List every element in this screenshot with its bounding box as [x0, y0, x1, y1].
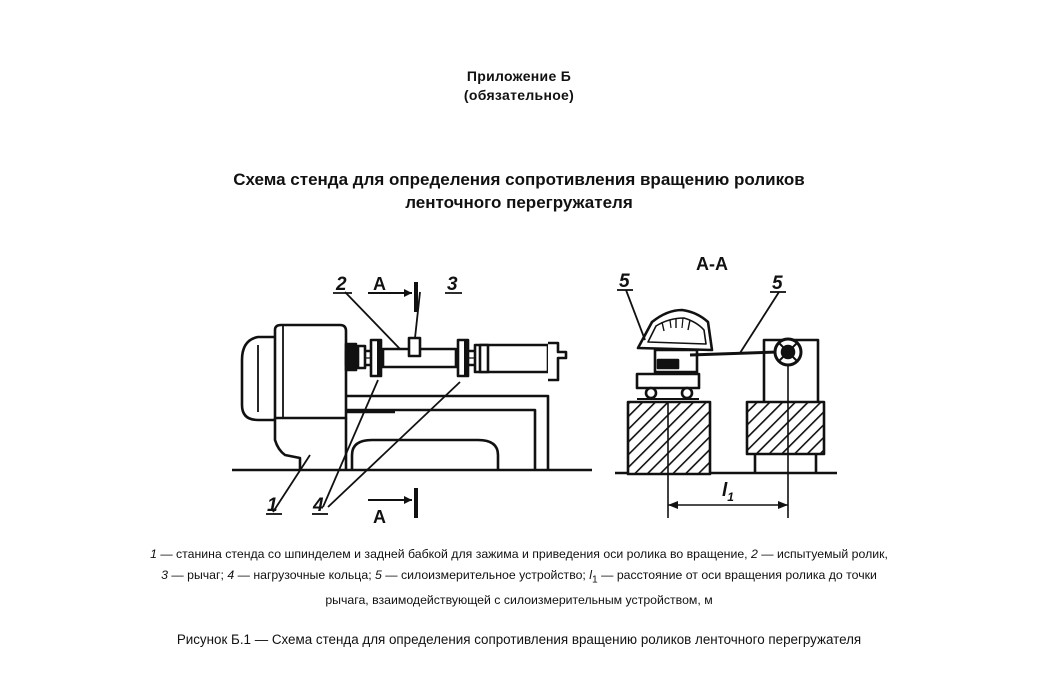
section-label-bottom: А — [373, 507, 386, 527]
figure-legend: 1 — станина стенда со шпинделем и задней… — [0, 544, 1038, 611]
section-view — [615, 289, 837, 518]
stand-side-view — [232, 282, 592, 518]
label-3: 3 — [447, 274, 458, 295]
legend-line-3: рычага, взаимодействующей с силоизмерите… — [325, 593, 713, 608]
figure-caption: Рисунок Б.1 — Схема стенда для определен… — [176, 632, 862, 647]
dimension-label: l1 — [722, 480, 734, 504]
motor-body — [273, 323, 348, 420]
dimension-subscript: 1 — [727, 490, 734, 504]
appendix-title: Приложение Б — [466, 68, 572, 84]
scheme-title-line-2: ленточного перегружателя — [405, 193, 633, 212]
label-2: 2 — [335, 274, 347, 295]
scheme-title: Схема стенда для определения сопротивлен… — [0, 168, 1038, 214]
lever — [407, 336, 422, 358]
scheme-title-line-1: Схема стенда для определения сопротивлен… — [233, 170, 805, 189]
label-1: 1 — [267, 495, 278, 516]
motor-end-cap — [240, 335, 275, 422]
support-block-right — [745, 400, 826, 456]
label-4: 4 — [312, 495, 324, 516]
frame-arch — [350, 438, 500, 470]
appendix-status: (обязательное) — [463, 87, 575, 103]
label-5-right: 5 — [772, 273, 783, 294]
label-5-left: 5 — [619, 271, 630, 292]
section-view-label: А-А — [696, 254, 728, 274]
stand-frame — [273, 418, 302, 470]
section-label-top: А — [373, 274, 386, 294]
support-block-left — [626, 400, 712, 476]
legend-line-2: 3 — рычаг; 4 — нагрузочные кольца; 5 — с… — [161, 568, 877, 586]
dimension-symbol: l — [722, 480, 728, 501]
stand-drawing: 2 3 1 4 А А — [232, 254, 837, 527]
force-meter-base — [635, 372, 701, 390]
legend-line-1: 1 — станина стенда со шпинделем и задней… — [150, 547, 888, 561]
